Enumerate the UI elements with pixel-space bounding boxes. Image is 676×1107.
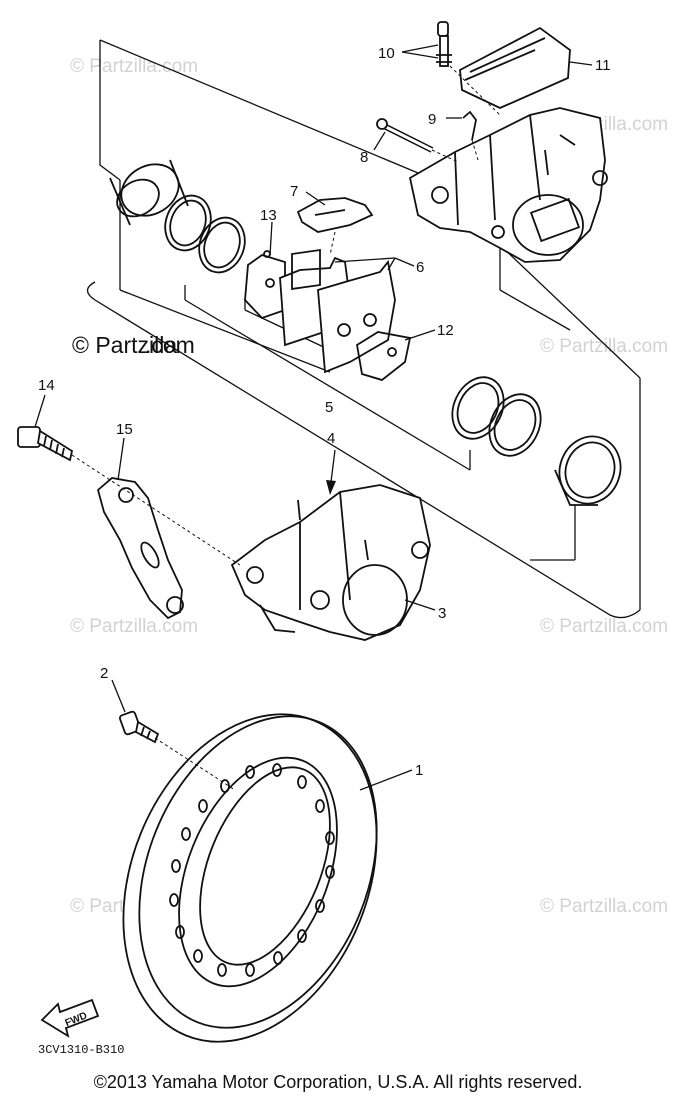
caliper-bracket-15 — [96, 477, 184, 620]
callout-14: 14 — [38, 377, 55, 394]
watermark-faint: © Partzilla.com — [70, 56, 198, 77]
piston-left — [109, 159, 189, 226]
callout-labels: 10 11 9 8 7 13 6 12 5 4 3 14 15 2 1 — [38, 45, 611, 779]
fwd-arrow-icon: FWD — [40, 998, 100, 1038]
caliper-leader-arrow — [326, 449, 336, 495]
watermark-faint: © Partzilla.com — [70, 616, 198, 637]
piston-right — [554, 435, 622, 506]
brake-pad-rear — [317, 259, 396, 374]
brake-disc-1 — [122, 713, 378, 1043]
callout-11: 11 — [595, 57, 611, 74]
disc-holes — [169, 763, 335, 977]
callout-12: 12 — [437, 322, 454, 339]
caliper-housing-exploded — [408, 107, 608, 263]
bolt-2 — [119, 710, 160, 744]
pad-cover-11 — [459, 26, 571, 109]
bleed-screw-10 — [436, 21, 452, 67]
watermark-faint: © Partzilla.com — [540, 616, 668, 637]
seal-outer-right — [451, 376, 505, 440]
diagram-code: 3CV1310-B310 — [38, 1043, 124, 1057]
assembly-outline — [86, 39, 641, 619]
callout-7: 7 — [290, 183, 298, 200]
pad-pin-clip-9 — [462, 110, 477, 141]
seal-outer-left — [164, 194, 212, 252]
callout-13: 13 — [260, 207, 277, 224]
pad-pin-8 — [376, 118, 434, 153]
seal-inner-left — [198, 216, 246, 274]
callout-9: 9 — [428, 111, 436, 128]
callout-3: 3 — [438, 605, 446, 622]
callout-1: 1 — [415, 762, 423, 779]
callout-6: 6 — [416, 259, 424, 276]
callout-15: 15 — [116, 421, 133, 438]
callout-leaders — [34, 44, 593, 791]
pad-spring-7 — [296, 197, 374, 233]
caliper-assembly-3 — [230, 484, 431, 641]
callout-10: 10 — [378, 45, 395, 62]
callout-5: 5 — [325, 399, 333, 416]
watermark-faint: © Partzilla.com — [540, 896, 668, 917]
callout-8: 8 — [360, 149, 368, 166]
copyright-notice: ©2013 Yamaha Motor Corporation, U.S.A. A… — [93, 1072, 583, 1092]
pad-shim-12 — [356, 331, 412, 381]
dashed-leaders — [71, 65, 501, 791]
watermark-main: © Partzilla.com — [72, 332, 195, 358]
watermark-faint: © Partzilla.com — [540, 336, 668, 357]
pad-shim-13 — [244, 250, 286, 320]
callout-4: 4 — [327, 430, 335, 447]
callout-2: 2 — [100, 665, 108, 682]
seal-inner-right — [488, 393, 542, 457]
bolt-14 — [17, 426, 74, 462]
